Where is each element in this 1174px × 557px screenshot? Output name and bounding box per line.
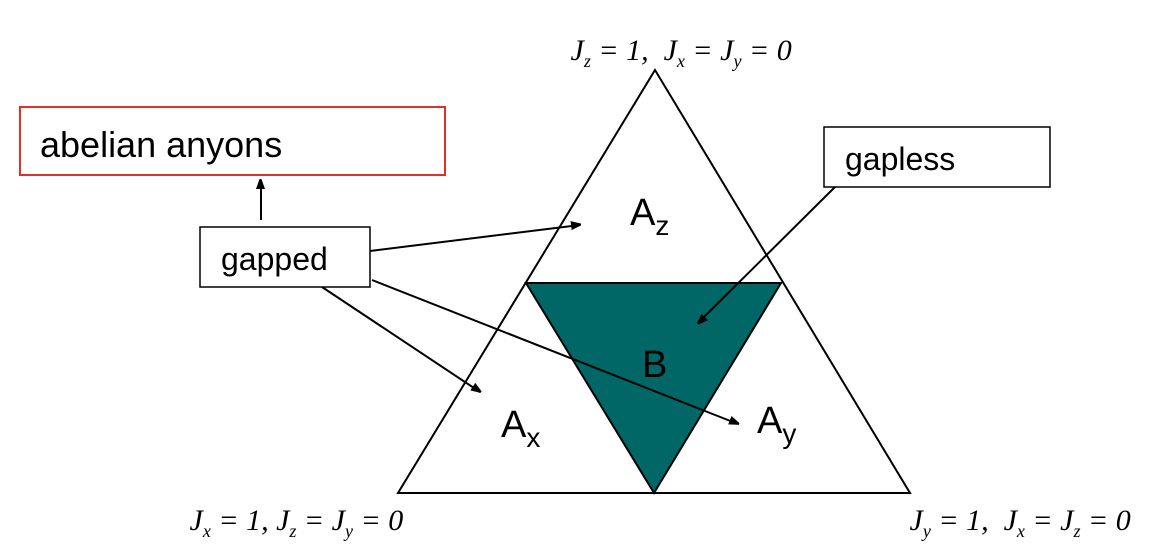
arrow-gapless-to-b [698, 186, 836, 323]
arrow-gapped-to-az [369, 225, 580, 252]
left-corner-label: Jx = 1, Jz = Jy = 0 [152, 504, 426, 541]
abelian-anyons-label: abelian anyons [40, 124, 282, 165]
region-az-label: Az [630, 192, 669, 241]
arrow-gapped-to-ax [321, 286, 480, 392]
region-b-label: B [642, 344, 667, 386]
abelian-anyons-box [19, 106, 446, 176]
gapped-box [199, 226, 371, 288]
arrow-gapped-to-ay [371, 279, 738, 425]
right-corner-label: Jy = 1, Jx = Jz = 0 [872, 504, 1153, 541]
gapless-region-b [524, 282, 783, 495]
region-ax-label: Ax [501, 404, 540, 453]
region-ay-label: Ay [757, 400, 796, 449]
gapless-label: gapless [845, 141, 955, 177]
top-corner-label: Jz = 1, Jx = Jy = 0 [533, 34, 814, 71]
gapless-box [823, 126, 1051, 188]
gapped-label: gapped [221, 241, 328, 277]
